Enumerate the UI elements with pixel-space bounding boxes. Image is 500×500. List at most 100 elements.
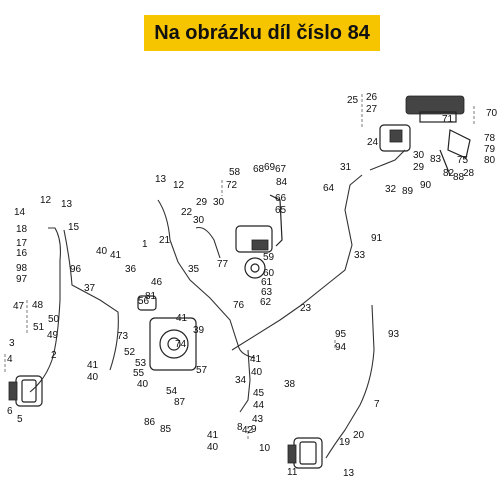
callout-12: 12 — [40, 195, 52, 206]
callout-66: 66 — [275, 193, 287, 204]
callout-11: 11 — [287, 467, 298, 478]
callout-21: 21 — [159, 235, 171, 246]
handlebar-switch-assembly — [405, 95, 465, 123]
callout-9: 9 — [251, 424, 257, 435]
callout-59: 59 — [263, 252, 275, 263]
callout-40: 40 — [137, 379, 149, 390]
callout-41: 41 — [110, 250, 122, 261]
callout-63: 63 — [261, 287, 273, 298]
callout-77: 77 — [217, 259, 229, 270]
callout-89: 89 — [402, 186, 414, 197]
callout-50: 50 — [48, 314, 60, 325]
callout-94: 94 — [335, 342, 347, 353]
callout-75: 75 — [457, 155, 469, 166]
callout-44: 44 — [253, 400, 265, 411]
front-left-hose — [29, 227, 61, 393]
callout-3: 3 — [9, 338, 15, 349]
callout-98: 98 — [16, 263, 28, 274]
front-left-caliper — [8, 375, 43, 407]
callout-2: 2 — [51, 350, 57, 361]
callout-73: 73 — [117, 331, 129, 342]
callout-80: 80 — [484, 155, 496, 166]
callout-10: 10 — [259, 443, 271, 454]
callout-33: 33 — [354, 250, 366, 261]
callout-41: 41 — [176, 313, 188, 324]
callout-93: 93 — [388, 329, 400, 340]
callout-51: 51 — [33, 322, 45, 333]
main-rear-line — [231, 174, 363, 351]
callout-28: 28 — [463, 168, 475, 179]
callout-39: 39 — [193, 325, 205, 336]
callout-67: 67 — [275, 164, 287, 175]
callout-15: 15 — [68, 222, 80, 233]
group-frames — [4, 94, 475, 440]
upper-hose — [195, 226, 221, 259]
callout-38: 38 — [284, 379, 296, 390]
callout-40: 40 — [251, 367, 263, 378]
callout-52: 52 — [124, 347, 136, 358]
callout-31: 31 — [340, 162, 352, 173]
sensor-wheel — [244, 257, 266, 279]
callout-97: 97 — [16, 274, 28, 285]
callout-23: 23 — [300, 303, 312, 314]
callout-60: 60 — [263, 268, 275, 279]
rear-caliper — [287, 437, 323, 469]
callout-18: 18 — [16, 224, 28, 235]
callout-13: 13 — [343, 468, 355, 479]
callout-91: 91 — [371, 233, 383, 244]
front-left-hose-inner — [63, 229, 119, 371]
callout-58: 58 — [229, 167, 241, 178]
callout-13: 13 — [155, 174, 167, 185]
callout-70: 70 — [486, 108, 498, 119]
callout-57: 57 — [196, 365, 208, 376]
callout-22: 22 — [181, 207, 193, 218]
callout-41: 41 — [207, 430, 219, 441]
callout-76: 76 — [233, 300, 245, 311]
callout-81: 81 — [145, 291, 157, 302]
callout-45: 45 — [253, 388, 265, 399]
callout-24: 24 — [367, 137, 379, 148]
callout-16: 16 — [16, 248, 28, 259]
callout-86: 86 — [144, 417, 156, 428]
callout-54: 54 — [166, 386, 178, 397]
callout-53: 53 — [135, 358, 147, 369]
callout-8: 8 — [237, 422, 243, 433]
callout-19: 19 — [339, 437, 351, 448]
callout-35: 35 — [188, 264, 200, 275]
brake-lines — [29, 149, 406, 459]
abs-unit — [137, 295, 197, 371]
callout-40: 40 — [96, 246, 108, 257]
callout-55: 55 — [133, 368, 145, 379]
callout-42: 42 — [242, 425, 254, 436]
banner-title: Na obrázku díl číslo 84 — [154, 21, 370, 44]
callout-69: 69 — [264, 162, 276, 173]
callout-64: 64 — [323, 183, 335, 194]
callout-29: 29 — [196, 197, 208, 208]
callout-85: 85 — [160, 424, 172, 435]
callout-62: 62 — [260, 297, 272, 308]
callout-56: 56 — [138, 296, 150, 307]
callout-5: 5 — [17, 414, 23, 425]
callout-82: 82 — [443, 168, 455, 179]
callout-40: 40 — [207, 442, 219, 453]
callout-14: 14 — [14, 207, 26, 218]
callout-20: 20 — [353, 430, 365, 441]
callout-78: 78 — [484, 133, 496, 144]
callout-43: 43 — [252, 414, 264, 425]
callout-79: 79 — [484, 144, 496, 155]
master-cylinder-right — [379, 124, 411, 152]
callout-41: 41 — [87, 360, 99, 371]
callout-27: 27 — [366, 104, 378, 115]
callout-87: 87 — [174, 397, 186, 408]
callout-83: 83 — [430, 154, 442, 165]
callout-65: 65 — [275, 205, 287, 216]
callout-29: 29 — [413, 162, 425, 173]
callout-74: 74 — [175, 339, 187, 350]
callout-84: 84 — [276, 177, 288, 188]
callout-88: 88 — [453, 172, 465, 183]
callout-7: 7 — [374, 399, 380, 410]
pump-hose — [369, 149, 406, 171]
title-banner: Na obrázku díl číslo 84 — [144, 15, 380, 51]
lower-center-hose — [239, 349, 251, 413]
